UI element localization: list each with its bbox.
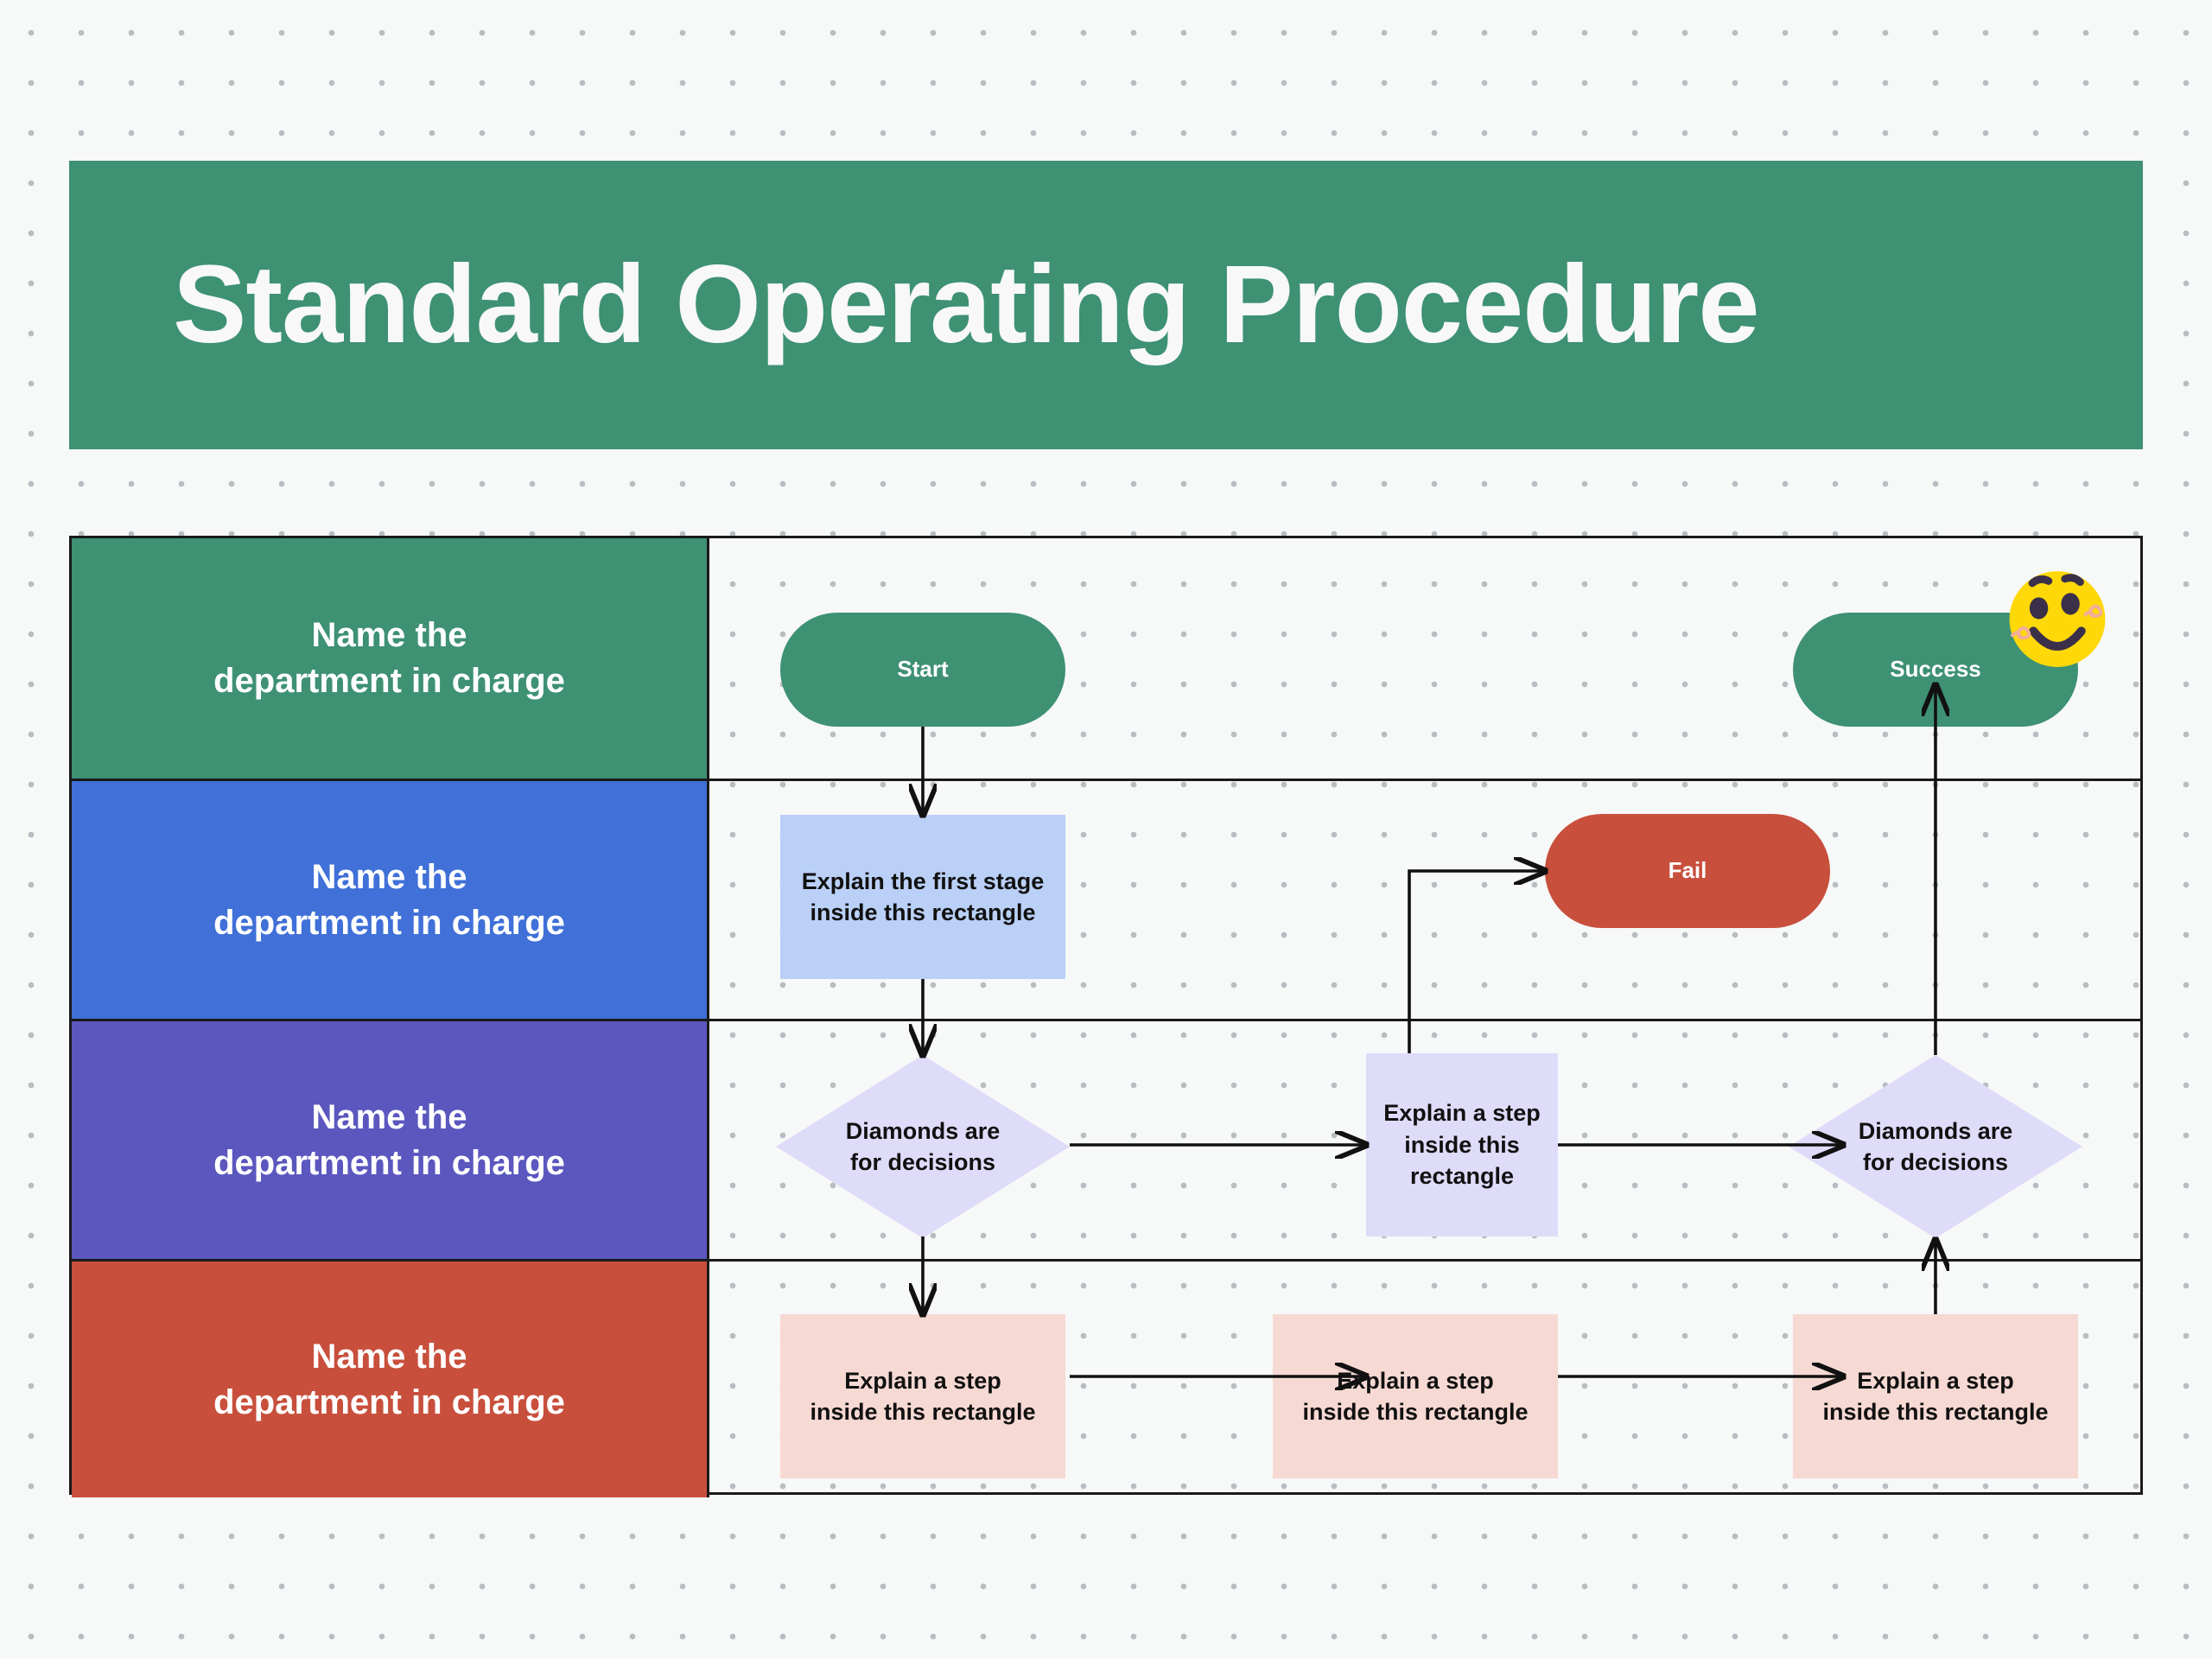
node-decision-right-line1: Diamonds are: [1858, 1117, 2013, 1144]
node-decision-right[interactable]: Diamonds are for decisions: [1789, 1055, 2082, 1238]
department-label-line1: Name the: [311, 616, 467, 655]
node-step-b1[interactable]: Explain a step inside this rectangle: [780, 1314, 1065, 1478]
swimlane-row-blue: Name the department in charge: [72, 779, 2140, 1019]
smiley-face-emoji: [2003, 563, 2112, 671]
sidebar-item-department-1[interactable]: Name the department in charge: [72, 538, 709, 779]
node-start[interactable]: Start: [780, 613, 1065, 727]
swimlane-row-green: Name the department in charge: [72, 538, 2140, 779]
node-step-middle-line1: Explain a step: [1383, 1100, 1541, 1127]
node-step-b2-line2: inside this rectangle: [1302, 1399, 1529, 1425]
node-layer: Start Success: [72, 538, 2145, 1497]
node-step-middle[interactable]: Explain a step inside this rectangle: [1366, 1053, 1558, 1236]
page-title: Standard Operating Procedure: [173, 243, 1759, 366]
sidebar-item-department-3[interactable]: Name the department in charge: [72, 1021, 709, 1259]
node-step-b3-line1: Explain a step: [1857, 1367, 2014, 1394]
department-label-line2: department in charge: [213, 662, 565, 700]
node-fail-label: Fail: [1668, 857, 1707, 884]
swimlane-diagram: Name the department in charge Name the d…: [69, 536, 2145, 1497]
swimlane-row-red: Name the department in charge: [72, 1259, 2140, 1497]
sidebar-item-department-2[interactable]: Name the department in charge: [72, 781, 709, 1019]
department-label-line1: Name the: [311, 1337, 467, 1376]
department-label-line2: department in charge: [213, 903, 565, 942]
node-step-b1-line2: inside this rectangle: [810, 1399, 1036, 1425]
department-label-line2: department in charge: [213, 1382, 565, 1421]
node-first-stage-line1: Explain the first stage: [801, 868, 1045, 894]
node-decision-left-line2: for decisions: [849, 1149, 996, 1175]
node-first-stage-line2: inside this rectangle: [810, 899, 1036, 925]
node-first-stage[interactable]: Explain the first stage inside this rect…: [780, 815, 1065, 979]
node-success-label: Success: [1890, 656, 1981, 683]
title-banner: Standard Operating Procedure: [69, 161, 2143, 449]
swimlane-row-purple: Name the department in charge: [72, 1019, 2140, 1259]
department-label-line2: department in charge: [213, 1143, 565, 1182]
department-label-line1: Name the: [311, 1097, 467, 1136]
node-step-b1-line1: Explain a step: [844, 1367, 1001, 1394]
node-step-b2-line1: Explain a step: [1337, 1367, 1494, 1394]
node-decision-right-line2: for decisions: [1862, 1149, 2009, 1175]
node-step-b2[interactable]: Explain a step inside this rectangle: [1273, 1314, 1558, 1478]
sidebar-item-department-4[interactable]: Name the department in charge: [72, 1262, 709, 1497]
department-label-line1: Name the: [311, 857, 467, 896]
node-decision-left[interactable]: Diamonds are for decisions: [776, 1055, 1070, 1238]
node-step-b3[interactable]: Explain a step inside this rectangle: [1793, 1314, 2078, 1478]
node-step-b3-line2: inside this rectangle: [1822, 1399, 2049, 1425]
node-start-label: Start: [897, 656, 949, 683]
node-step-middle-line2: inside this rectangle: [1404, 1131, 1520, 1190]
node-fail[interactable]: Fail: [1545, 814, 1830, 928]
node-decision-left-line1: Diamonds are: [845, 1117, 1001, 1144]
